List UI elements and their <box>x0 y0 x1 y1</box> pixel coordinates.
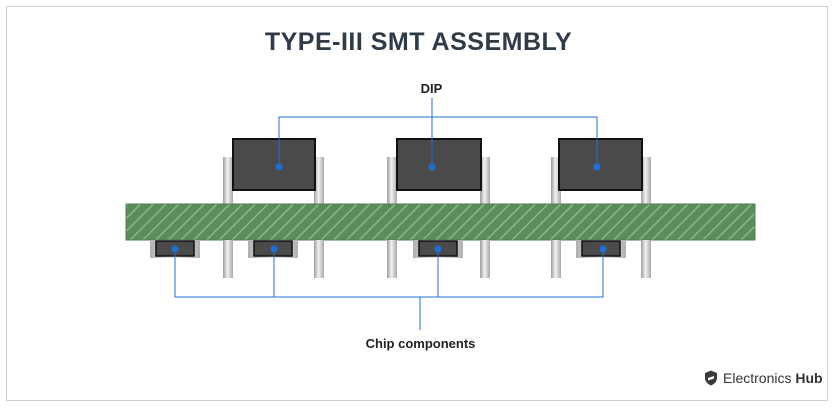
dip-marker-dot <box>275 163 283 171</box>
dip-marker-dot <box>593 163 601 171</box>
brand-logo: Electronics Hub <box>704 368 823 388</box>
dip-package-2 <box>396 138 482 191</box>
dip-leader-bracket <box>278 116 598 167</box>
chip-marker-dot <box>599 245 607 253</box>
chip-components-label: Chip components <box>365 336 476 351</box>
brand-name-bold: Hub <box>795 370 823 386</box>
chip-marker-dot <box>270 245 278 253</box>
dip-lead <box>387 240 397 278</box>
dip-lead <box>551 240 561 278</box>
diagram-title: TYPE-III SMT ASSEMBLY <box>264 28 573 56</box>
marker-dots <box>171 163 607 253</box>
dip-packages <box>232 138 643 191</box>
chip-leader-lines <box>174 249 604 330</box>
dip-label: DIP <box>420 81 443 96</box>
brand-name-regular: Electronics <box>723 370 792 386</box>
chip-marker-dot <box>434 245 442 253</box>
dip-package-3 <box>558 138 643 191</box>
dip-package-1 <box>232 138 316 191</box>
dip-leader-lines <box>278 98 598 167</box>
dip-lead <box>314 240 324 278</box>
dip-leads-front <box>223 240 651 278</box>
pcb-board <box>125 203 756 241</box>
shield-icon <box>705 370 717 386</box>
dip-lead <box>641 240 651 278</box>
chip-marker-dot <box>171 245 179 253</box>
dip-lead <box>223 240 233 278</box>
dip-marker-dot <box>428 163 436 171</box>
chip-leader-bracket <box>174 249 604 298</box>
brand-name: Electronics Hub <box>723 370 823 386</box>
dip-lead <box>480 240 490 278</box>
